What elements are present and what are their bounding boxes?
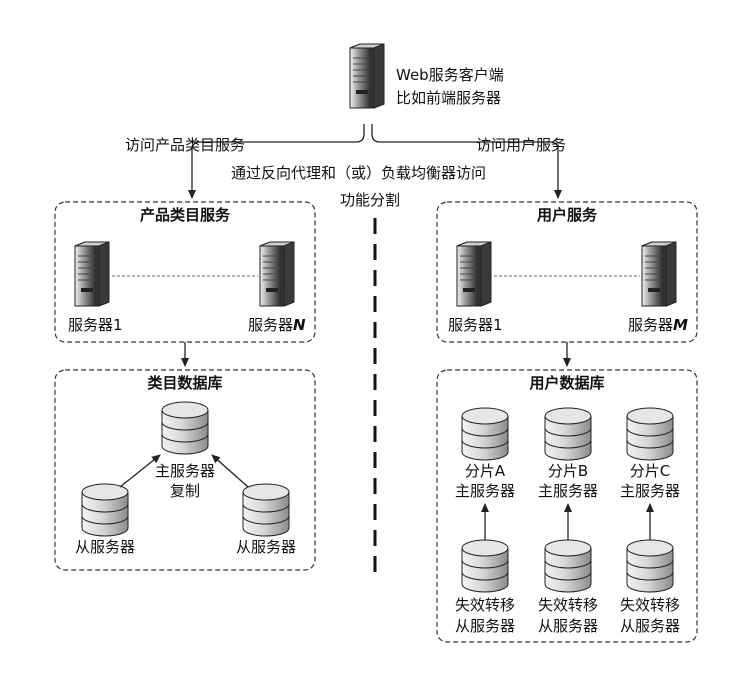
shard-a-master-label: 主服务器 [455,482,515,500]
product-service-title: 产品类目服务 [140,206,231,224]
user-server-m-label: 服务器M [628,316,688,334]
shard-a-failover-db-icon [461,539,509,593]
shard-a-failover-label: 失效转移 [455,596,515,614]
web-client-server-icon [349,43,385,109]
product-server-1-label: 服务器1 [68,316,123,334]
shard-c-label: 分片C [630,462,670,480]
access-product-label: 访问产品类目服务 [125,136,245,154]
shard-c-failover-label: 失效转移 [620,596,680,614]
web-client-label: Web服务客户端 [396,66,504,84]
functional-split-label: 功能分割 [340,191,400,209]
product-server-1-icon [74,241,110,307]
shard-a-master-db-icon [461,407,509,461]
shard-b-label: 分片B [548,462,588,480]
shard-b-failover-slave-label: 从服务器 [538,617,598,635]
shard-c-master-label: 主服务器 [620,482,680,500]
shard-c-master-db-icon [626,407,674,461]
user-server-m-icon [641,241,677,307]
web-client-sublabel: 比如前端服务器 [396,89,501,107]
category-slave-left-label: 从服务器 [75,538,135,556]
slave-left-to-master-arrow [119,454,161,488]
user-server-1-label: 服务器1 [448,316,503,334]
product-server-n-label: 服务器N [248,316,306,334]
category-master-db-icon [161,401,209,455]
connector-to-user-service [371,124,562,199]
shard-c-failover-slave-label: 从服务器 [620,617,680,635]
via-proxy-label: 通过反向代理和（或）负载均衡器访问 [231,164,486,182]
user-service-title: 用户服务 [537,206,598,224]
shard-a-label: 分片A [465,462,506,480]
category-db-title: 类目数据库 [147,374,222,392]
category-db-box [54,369,316,571]
product-service-box [54,201,316,343]
shard-c-failover-db-icon [626,539,674,593]
user-server-1-icon [456,241,492,307]
access-user-label: 访问用户服务 [476,136,566,154]
category-master-label: 主服务器 [155,462,215,480]
user-db-title: 用户数据库 [529,374,604,392]
connector-to-product-service [188,124,365,199]
shard-b-failover-db-icon [544,539,592,593]
category-replication-label: 复制 [170,482,200,500]
shard-b-failover-label: 失效转移 [538,596,598,614]
shard-a-failover-slave-label: 从服务器 [455,617,515,635]
category-slave-right-db-icon [242,483,290,537]
shard-b-master-db-icon [544,407,592,461]
category-slave-left-db-icon [81,483,129,537]
shard-b-master-label: 主服务器 [538,482,598,500]
product-server-n-icon [259,241,295,307]
user-service-box [436,201,698,343]
category-slave-right-label: 从服务器 [236,538,296,556]
slave-right-to-master-arrow [211,454,249,488]
user-db-box [436,369,698,643]
